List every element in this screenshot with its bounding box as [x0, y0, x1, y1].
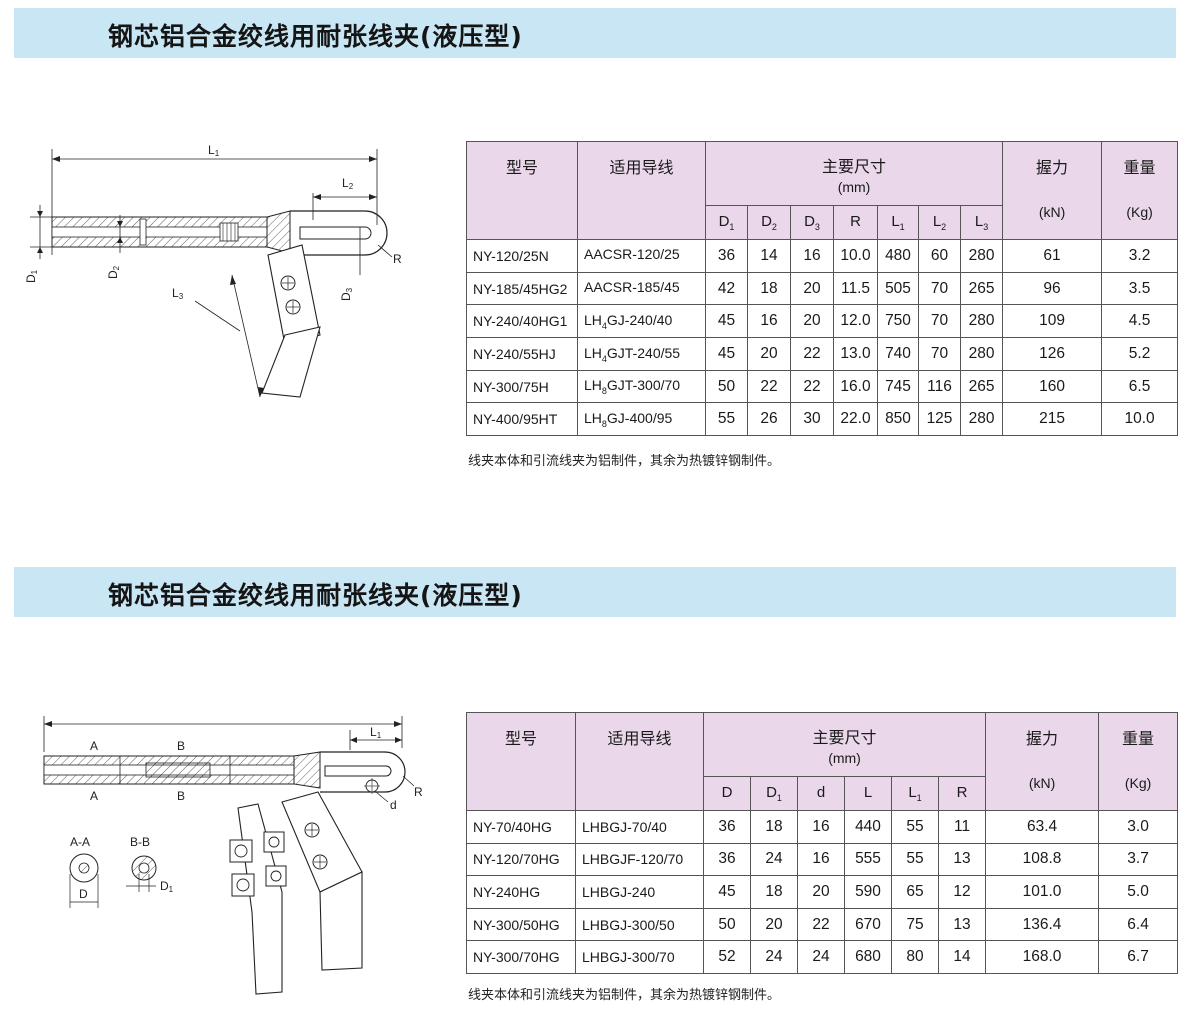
header-dimensions: 主要尺寸(mm) [704, 141, 1004, 206]
table-row: NY-300/50HG LHBGJ-300/50 50 20 22 670 75… [466, 907, 1179, 942]
section1-note: 线夹本体和引流线夹为铝制件，其余为热镀锌钢制件。 [468, 454, 781, 469]
section1-spec-table: 型号 适用导线 主要尺寸(mm) 握力(kN) 重量(Kg) D1 D2 D3 … [466, 141, 1179, 437]
header-grip-2: 握力(kN) [985, 712, 1100, 811]
subheader-l1-2: L1 [891, 776, 939, 811]
subheader-r-2: R [937, 776, 987, 811]
header-dimensions-2: 主要尺寸(mm) [702, 712, 987, 777]
subheader-d2: D2 [747, 205, 791, 240]
table-row: NY-300/75H LH8GJT-300/70 50 22 22 16.0 7… [466, 369, 1179, 404]
section2-drawing: L1 A A B B d R A-A B-B D D1 [43, 716, 423, 995]
table-row: NY-120/25N AACSR-120/25 36 14 16 10.0 48… [466, 239, 1179, 273]
dim-d-small-label: d [390, 798, 397, 812]
section-mark-b-bottom: B [177, 789, 185, 803]
section2-banner: 钢芯铝合金绞线用耐张线夹(液压型) [14, 567, 1176, 617]
section1-drawing: L1 L2 D1 D2 D3 R L3 [24, 143, 402, 398]
subheader-d-small: d [797, 776, 845, 811]
section-aa-label: A-A [70, 835, 90, 849]
dim-l2-label: L2 [342, 176, 354, 191]
subheader-d1-2: D1 [750, 776, 798, 811]
table-row: NY-185/45HG2 AACSR-185/45 42 18 20 11.5 … [466, 271, 1179, 306]
subheader-l1: L1 [877, 205, 919, 240]
table-row: NY-70/40HG LHBGJ-70/40 36 18 16 440 55 1… [466, 810, 1179, 844]
subheader-d3: D3 [790, 205, 834, 240]
dim-d2-label: D2 [106, 265, 121, 279]
dim-r-label-2: R [414, 785, 423, 799]
section1-title: 钢芯铝合金绞线用耐张线夹(液压型) [108, 22, 523, 51]
section-bb-label: B-B [130, 835, 150, 849]
dim-d1-label: D1 [24, 269, 39, 283]
subheader-d: D [703, 776, 751, 811]
header-model-2: 型号 [466, 712, 576, 811]
header-weight: 重量(Kg) [1101, 141, 1179, 240]
header-conductor: 适用导线 [577, 141, 706, 240]
dim-d-label-2: D [79, 887, 88, 901]
section2-note: 线夹本体和引流线夹为铝制件，其余为热镀锌钢制件。 [468, 988, 781, 1003]
subheader-l: L [844, 776, 892, 811]
subheader-r: R [833, 205, 878, 240]
section-mark-a-bottom: A [90, 789, 98, 803]
dim-r-label: R [393, 252, 402, 266]
subheader-l3: L3 [959, 205, 1004, 240]
table-row: NY-400/95HT LH8GJ-400/95 55 26 30 22.0 8… [466, 402, 1179, 437]
header-model: 型号 [466, 141, 578, 240]
header-conductor-2: 适用导线 [575, 712, 704, 811]
subheader-d1: D1 [705, 205, 748, 240]
section-mark-b-top: B [177, 739, 185, 753]
dim-l3-label: L3 [172, 286, 184, 301]
dim-d1-label-2: D1 [160, 879, 174, 894]
table-row: NY-120/70HG LHBGJF-120/70 36 24 16 555 5… [466, 842, 1179, 877]
dim-l1-label-2: L1 [370, 725, 382, 740]
dim-d3-label: D3 [339, 287, 354, 301]
table-row: NY-240HG LHBGJ-240 45 18 20 590 65 12 10… [466, 875, 1179, 909]
table-row: NY-300/70HG LHBGJ-300/70 52 24 24 680 80… [466, 940, 1179, 974]
section1-banner: 钢芯铝合金绞线用耐张线夹(液压型) [14, 8, 1176, 58]
header-weight-2: 重量(Kg) [1098, 712, 1179, 811]
table-row: NY-240/55HJ LH4GJT-240/55 45 20 22 13.0 … [466, 337, 1179, 371]
subheader-l2: L2 [918, 205, 961, 240]
section-mark-a-top: A [90, 739, 98, 753]
table-row: NY-240/40HG1 LH4GJ-240/40 45 16 20 12.0 … [466, 304, 1179, 339]
section2-title: 钢芯铝合金绞线用耐张线夹(液压型) [108, 581, 523, 610]
section2-spec-table: 型号 适用导线 主要尺寸(mm) 握力(kN) 重量(Kg) D D1 d L … [466, 712, 1179, 974]
dim-l1-label: L1 [208, 143, 220, 158]
header-grip: 握力(kN) [1002, 141, 1103, 240]
